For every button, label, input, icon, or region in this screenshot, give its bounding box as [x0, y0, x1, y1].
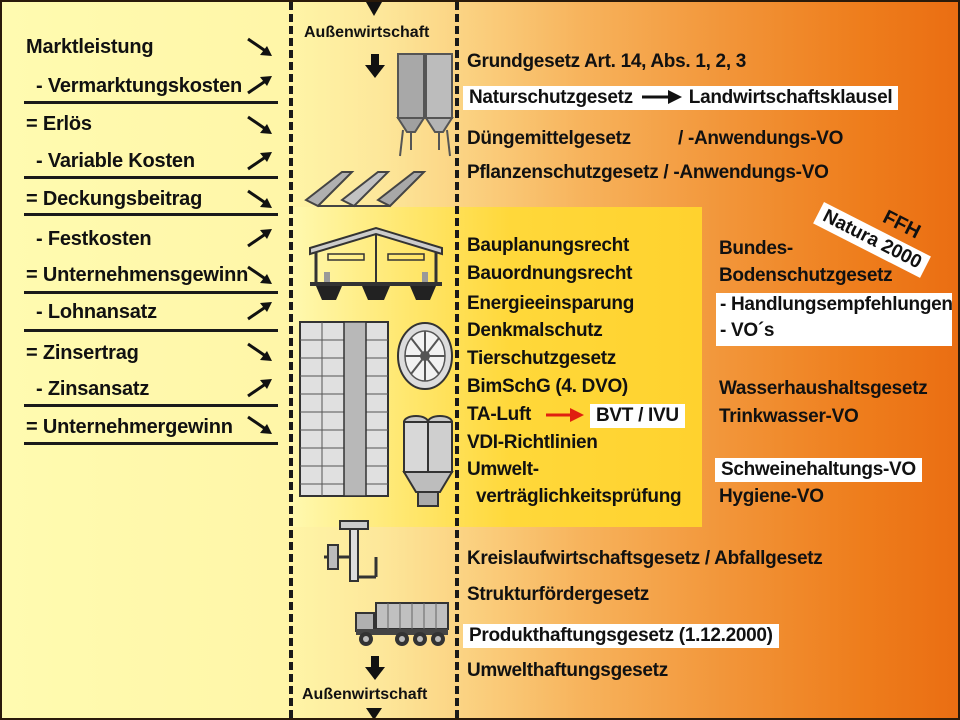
arrow-down-right-icon	[247, 115, 272, 134]
arrow-down-right-icon	[247, 37, 272, 56]
law-bauordnungsrecht: Bauordnungsrecht	[467, 263, 633, 284]
item-lohnansatz: - Lohnansatz	[36, 301, 157, 323]
item-unternehmensgewinn: = Unternehmensgewinn	[26, 264, 249, 286]
item-zinsertrag: = Zinsertrag	[26, 342, 139, 364]
item-deckungsbeitrag: = Deckungsbeitrag	[26, 188, 203, 210]
law-ta-luft: TA-Luft	[467, 404, 532, 425]
law-bauplanungsrecht: Bauplanungsrecht	[467, 235, 629, 256]
separator-line	[24, 176, 278, 179]
law-naturschutzgesetz: Naturschutzgesetz	[469, 87, 633, 108]
aussenwirtschaft-bottom-label: Außenwirtschaft	[302, 686, 428, 703]
item-variable-kosten: - Variable Kosten	[36, 150, 195, 172]
law-landwirtschaftsklausel: Landwirtschaftsklausel	[688, 87, 893, 108]
red-arrow-right-icon	[546, 408, 584, 422]
law-umwelthaftungsgesetz: Umwelthaftungsgesetz	[467, 660, 668, 681]
item-vermarktungskosten: - Vermarktungskosten	[36, 75, 243, 97]
arrow-up-right-icon	[247, 152, 272, 171]
top-arrow-icon	[366, 2, 382, 16]
law-umwelt: Umwelt-	[467, 459, 539, 480]
arrow-up-right-icon	[247, 379, 272, 398]
left-dashed-divider	[289, 2, 293, 718]
flat-storage-icon	[304, 171, 427, 208]
separator-line	[24, 329, 278, 332]
down-arrow-icon	[365, 54, 385, 78]
stable-interior-icon	[299, 321, 389, 497]
arrow-down-right-icon	[247, 265, 272, 284]
item-erloes: = Erlös	[26, 113, 92, 135]
law-vos: - VO´s	[720, 320, 775, 341]
law-pflanzenschutzgesetz: Pflanzenschutzgesetz / -Anwendungs-VO	[467, 162, 829, 183]
right-dashed-divider	[455, 2, 459, 718]
handlungsempfehlungen-box: - Handlungsempfehlungen - VO´s	[716, 293, 953, 346]
law-strukturfoerdergesetz: Strukturfördergesetz	[467, 584, 649, 605]
separator-line	[24, 442, 278, 445]
arrow-right-icon	[641, 90, 682, 104]
law-kreislaufwirtschaftsgesetz: Kreislaufwirtschaftsgesetz / Abfallgeset…	[467, 548, 823, 569]
law-denkmalschutz: Denkmalschutz	[467, 320, 603, 341]
arrow-up-right-icon	[247, 76, 272, 95]
law-bundes: Bundes-	[719, 238, 793, 259]
item-zinsansatz: - Zinsansatz	[36, 378, 150, 400]
separator-line	[24, 213, 278, 216]
bottom-arrow-icon	[366, 708, 382, 718]
law-bimschg: BimSchG (4. DVO)	[467, 376, 628, 397]
law-handlungsempfehlungen: - Handlungsempfehlungen	[720, 294, 953, 315]
law-vertraeglichkeitspruefung: verträglichkeitsprüfung	[476, 486, 682, 507]
separator-line	[24, 404, 278, 407]
down-arrow-icon	[365, 656, 385, 680]
arrow-up-right-icon	[247, 302, 272, 321]
law-tierschutzgesetz: Tierschutzgesetz	[467, 348, 617, 369]
separator-line	[24, 101, 278, 104]
law-wasserhaushaltsgesetz: Wasserhaushaltsgesetz	[719, 378, 928, 399]
arrow-up-right-icon	[247, 229, 272, 248]
arrow-down-right-icon	[247, 415, 272, 434]
law-bodenschutzgesetz: Bodenschutzgesetz	[719, 265, 893, 286]
arrow-down-right-icon	[247, 189, 272, 208]
law-energieeinsparung: Energieeinsparung	[467, 293, 634, 314]
barn-icon	[309, 226, 443, 300]
item-unternehmergewinn: = Unternehmergewinn	[26, 416, 233, 438]
exhaust-filter-icon	[402, 415, 454, 507]
manure-pump-icon	[324, 520, 378, 582]
law-produkthaftungsgesetz: Produkthaftungsgesetz (1.12.2000)	[463, 624, 779, 648]
law-duengemittel-vo: / -Anwendungs-VO	[678, 128, 844, 149]
law-bvt-ivu: BVT / IVU	[590, 404, 685, 428]
aussenwirtschaft-top-label: Außenwirtschaft	[304, 24, 430, 41]
law-trinkwasser-vo: Trinkwasser-VO	[719, 406, 859, 427]
separator-line	[24, 291, 278, 294]
law-grundgesetz: Grundgesetz Art. 14, Abs. 1, 2, 3	[467, 51, 747, 72]
law-duengemittelgesetz: Düngemittelgesetz	[467, 128, 631, 149]
ventilation-fan-icon	[397, 322, 453, 390]
silo-icon	[396, 53, 454, 157]
law-naturschutzgesetz-box: Naturschutzgesetz Landwirtschaftsklausel	[463, 86, 899, 110]
truck-icon	[355, 602, 449, 646]
item-festkosten: - Festkosten	[36, 228, 152, 250]
law-hygiene-vo: Hygiene-VO	[719, 486, 824, 507]
law-schweinehaltungs-vo: Schweinehaltungs-VO	[715, 458, 922, 482]
item-marktleistung: Marktleistung	[26, 36, 154, 58]
arrow-down-right-icon	[247, 342, 272, 361]
law-vdi-richtlinien: VDI-Richtlinien	[467, 432, 598, 453]
